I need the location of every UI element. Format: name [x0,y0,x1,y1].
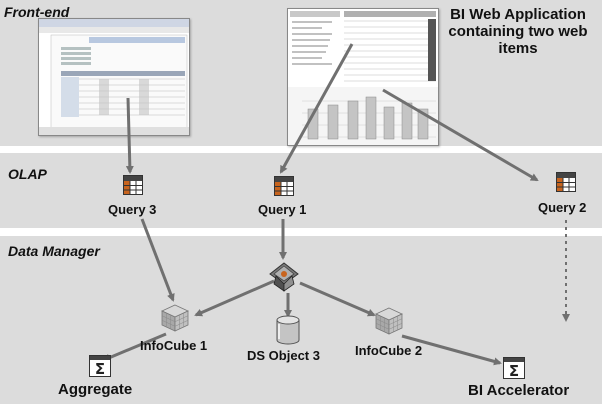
bi-accelerator-label: BI Accelerator [468,382,570,399]
arrow-web-to-query2 [382,88,539,182]
svg-text:Σ: Σ [95,360,105,377]
query1-table-grid-icon [274,176,294,201]
frontend-label: Front-end [4,4,70,20]
query1-label: Query 1 [258,202,307,217]
infocube1-label: InfoCube 1 [140,338,208,353]
olap-label: OLAP [8,166,47,182]
data-manager-label: Data Manager [8,243,100,259]
infocube2-infocube-icon [374,306,404,341]
query3-label: Query 3 [108,202,157,217]
svg-text:Σ: Σ [509,362,519,379]
process-engine-icon [268,262,300,297]
query3-table-grid-icon [123,175,143,200]
ds-object3-database-cylinder-icon [275,315,301,350]
excel-report-thumbnail [38,18,190,136]
olap-band [0,153,602,228]
infocube2-label: InfoCube 2 [355,343,423,358]
infocube1-infocube-icon [160,303,190,338]
arrow-query3-to-infocube1 [140,218,175,302]
query2-label: Query 2 [538,200,587,215]
arrow-infocube2-to-bi-accelerator [401,334,502,366]
arrow-excel-to-query3 [125,97,134,174]
arrow-web-to-query1 [279,43,354,174]
arrow-engine-to-infocube2 [299,281,376,317]
query2-table-grid-icon [556,172,576,197]
arrow-infocube1-to-aggregate [102,332,167,362]
web-application-thumbnail [287,8,439,146]
ds-object3-label: DS Object 3 [247,348,320,363]
arrow-engine-to-infocube1 [194,279,275,317]
bi-accelerator-sigma-icon: Σ [503,357,525,384]
aggregate-label: Aggregate [58,381,133,398]
diagram-title: BI Web Application containing two web it… [448,6,588,57]
aggregate-sigma-icon: Σ [89,355,111,382]
